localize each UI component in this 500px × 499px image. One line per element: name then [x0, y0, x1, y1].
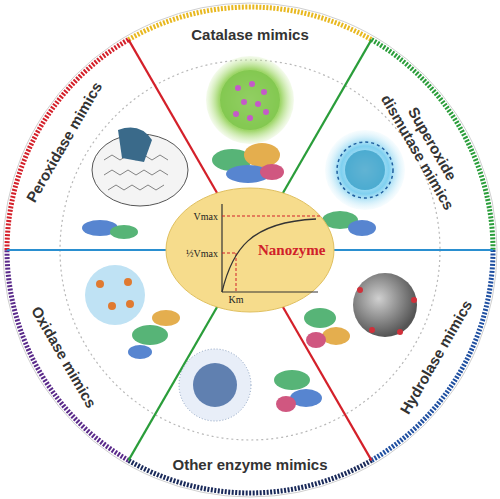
other-illustration: [179, 349, 322, 421]
outer-circle: [3, 3, 497, 497]
sector-label: Other enzyme mimics: [172, 456, 327, 473]
sector-title: Other enzyme mimics: [172, 456, 327, 473]
rim-arcs: [7, 7, 493, 493]
axis-label: Vmax: [194, 211, 218, 222]
peroxidase-illustration: [82, 128, 188, 239]
sod-illustration: [322, 130, 405, 236]
sector-label: Catalase mimics: [191, 26, 309, 43]
catalase-illustration: [206, 56, 294, 183]
sector-dividers: [7, 40, 493, 461]
axis-label: Km: [229, 294, 244, 305]
hydrolase-illustration: [304, 273, 417, 348]
axis-label: ½Vmax: [186, 248, 218, 259]
center-title: Nanozyme: [258, 242, 326, 259]
sector-title: Catalase mimics: [191, 26, 309, 43]
oxidase-illustration: [85, 265, 180, 359]
center-ellipse: [166, 188, 334, 312]
